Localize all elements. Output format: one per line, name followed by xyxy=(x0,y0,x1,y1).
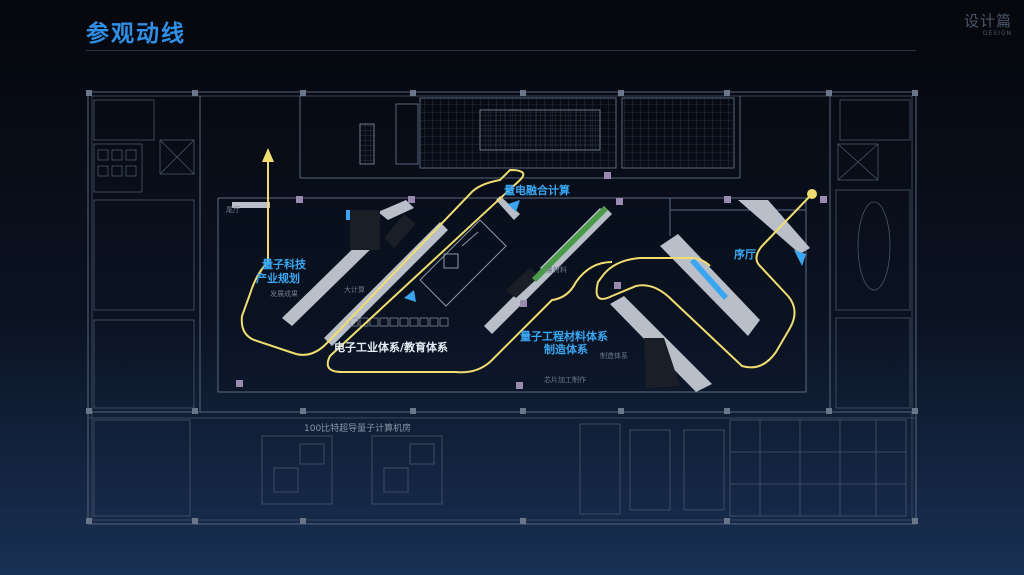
green-strip xyxy=(532,206,608,282)
visitor-route xyxy=(240,148,817,374)
room-label-chip: 芯片加工制作 xyxy=(544,375,586,384)
section-label-en: DESIGN xyxy=(982,30,1012,37)
zone-label-electronics: 电子工业体系/教育体系 xyxy=(334,340,448,354)
bottom-rooms xyxy=(93,419,907,517)
header-divider xyxy=(86,50,916,51)
structural-columns xyxy=(86,90,918,524)
page-title: 参观动线 xyxy=(86,21,186,47)
seating xyxy=(349,317,449,327)
right-rooms xyxy=(835,99,911,409)
zone-label-fusion-compute: 量电融合计算 xyxy=(504,183,570,197)
room-label-computer: 100比特超导量子计算机房 xyxy=(304,422,411,434)
blue-screens xyxy=(346,200,806,302)
zone-label-quantum-industry-2: 产业规划 xyxy=(256,271,300,285)
room-label-tail: 尾厅 xyxy=(226,206,240,214)
dark-displays xyxy=(350,210,680,388)
left-rooms xyxy=(93,99,195,409)
building-outline xyxy=(87,91,917,525)
room-label-results: 发展成果 xyxy=(270,289,298,298)
zone-label-preface: 序厅 xyxy=(734,247,756,261)
zone-label-engineering-1: 量子工程材料体系 xyxy=(520,329,608,343)
room-label-manufacture: 制造体系 xyxy=(600,351,628,360)
center-kiosk xyxy=(419,219,507,307)
zone-label-quantum-industry-1: 量子科技 xyxy=(262,257,307,271)
room-label-big-screen: 大计算 xyxy=(344,285,365,294)
zone-label-engineering-2: 制造体系 xyxy=(544,342,588,356)
top-equipment-area xyxy=(359,97,735,169)
section-label: 设计篇 xyxy=(963,12,1012,30)
room-label-materials: 量材料 xyxy=(546,265,567,274)
exhibit-markers xyxy=(236,172,827,389)
